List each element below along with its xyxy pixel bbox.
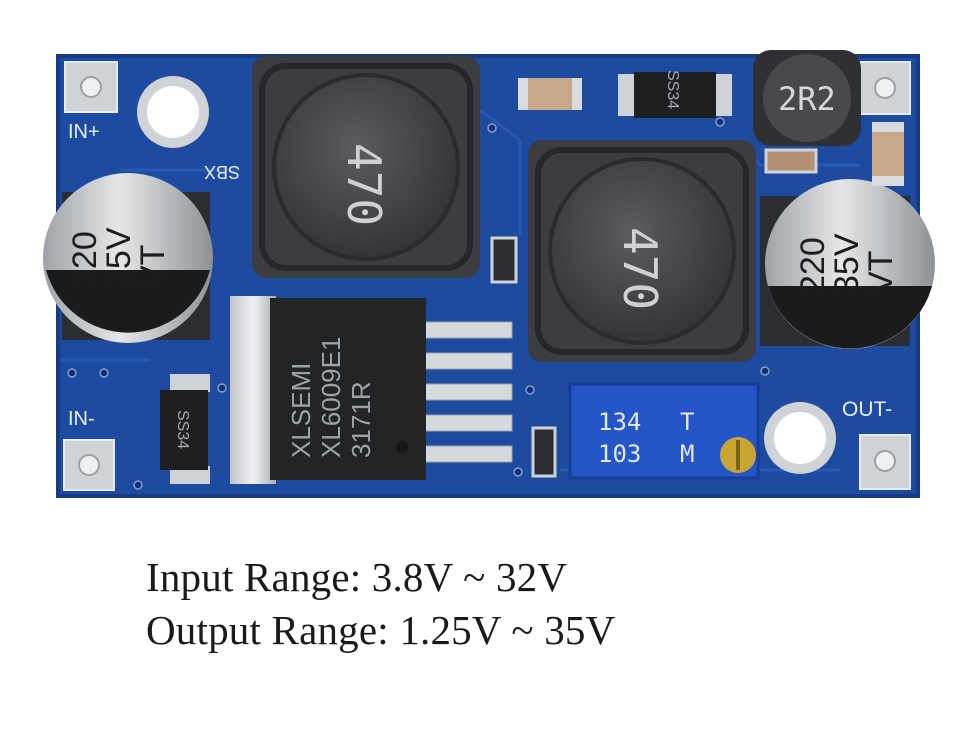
pot-code-top: 134 (598, 408, 641, 436)
diode-top: SS34 (618, 70, 732, 118)
capacitor-right-value: 220 (794, 237, 832, 294)
trimmer-potentiometer: 134 T 103 M (568, 382, 760, 480)
pot-code-t: T (680, 408, 694, 436)
ic-brand: XLSEMI (286, 363, 316, 458)
smd-resistor-top (518, 78, 582, 110)
inductor-small-marking: 2R2 (778, 80, 836, 118)
inductor-left: 470 (252, 56, 480, 278)
capacitor-right: 220 35V VT (760, 179, 935, 349)
label-in-minus: IN- (68, 408, 95, 430)
pot-code-value: 103 (598, 440, 641, 468)
pot-code-m: M (680, 440, 694, 468)
capacitor-left-series: VT (134, 245, 172, 288)
terminal-pad-in-minus (63, 439, 115, 491)
inductor-right-marking: 470 (613, 227, 667, 310)
capacitor-right-series: VT (862, 251, 900, 294)
label-in-plus: IN+ (68, 121, 100, 143)
ic-part-number: XL6009E1 (316, 337, 346, 458)
caption-output-range: Output Range: 1.25V ~ 35V (146, 607, 616, 653)
diode-left: SS34 (160, 374, 210, 484)
capacitor-left: 220 35V VT (43, 173, 213, 343)
inductor-left-marking: 470 (337, 143, 391, 226)
terminal-pad-out-plus (859, 61, 911, 115)
mounting-hole-top (137, 76, 209, 148)
terminal-pad-in-plus (64, 61, 118, 113)
capacitor-right-voltage: 35V (828, 233, 866, 294)
capacitor-left-voltage: 35V (100, 227, 138, 288)
diode-top-marking: SS34 (664, 70, 681, 109)
inductor-small: 2R2 (753, 50, 861, 146)
terminal-pad-out-minus (859, 434, 911, 490)
smd-resistor-right (872, 122, 904, 186)
pot-adjust-screw (720, 437, 756, 473)
ic-date-code: 3171R (346, 381, 376, 458)
regulator-ic: XLSEMI XL6009E1 3171R (230, 296, 513, 484)
caption-input-range: Input Range: 3.8V ~ 32V (146, 554, 568, 600)
mounting-hole-bottom (764, 402, 836, 474)
diode-left-marking: SS34 (174, 410, 191, 449)
capacitor-left-value: 220 (66, 231, 104, 288)
inductor-right: 470 (528, 140, 756, 362)
label-out-minus: OUT- (842, 398, 892, 421)
label-brand: SBX (204, 162, 240, 182)
